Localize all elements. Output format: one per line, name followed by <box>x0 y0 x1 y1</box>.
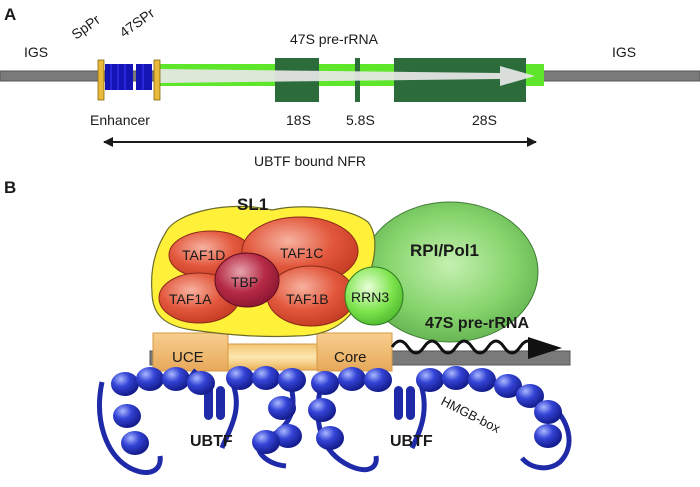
rrn3-factor <box>344 266 404 326</box>
taf1c-label: TAF1C <box>280 245 323 261</box>
hmgb-label: HMGB-box <box>439 393 504 436</box>
taf1b-label: TAF1B <box>286 291 329 307</box>
transcript-arrowhead <box>528 337 562 359</box>
hmgb-box <box>111 372 139 396</box>
panel-b-letter: B <box>4 178 16 197</box>
uce-element <box>152 332 229 372</box>
enhancer-repeat-block-2 <box>136 64 152 90</box>
nascent-transcript <box>390 339 539 355</box>
igs-left-label: IGS <box>24 44 48 60</box>
rrn3-label: RRN3 <box>351 289 389 305</box>
sppr-boundary <box>97 59 105 101</box>
tbp-label: TBP <box>231 274 258 290</box>
ubtf-right-label: UBTF <box>390 433 433 450</box>
core-element <box>316 332 393 372</box>
enhancer-label: Enhancer <box>90 112 150 128</box>
core-label: Core <box>334 349 367 366</box>
p47s-boundary <box>153 59 161 101</box>
sl1-label: SL1 <box>237 195 268 214</box>
p47s-label: 47SPr <box>116 4 157 40</box>
transcription-arrow <box>160 66 535 86</box>
ubtf-left-label: UBTF <box>190 433 233 450</box>
ubtf-left-dimer-loop <box>204 386 213 420</box>
uce-label: UCE <box>172 349 204 366</box>
label-28s: 28S <box>472 112 497 128</box>
enhancer-repeat-block <box>105 64 133 90</box>
taf1a-label: TAF1A <box>169 291 212 307</box>
panel-a-letter: A <box>4 5 16 24</box>
igs-right-label: IGS <box>612 44 636 60</box>
pol1-label: RPI/Pol1 <box>410 241 479 260</box>
tbp-subunit <box>214 252 280 308</box>
ubtf-right-dimer-loop <box>394 386 403 420</box>
taf1d-label: TAF1D <box>182 247 225 263</box>
label-5-8s: 5.8S <box>346 112 375 128</box>
sppr-label: SpPr <box>68 11 103 42</box>
nfr-label: UBTF bound NFR <box>254 153 366 169</box>
transcript-label-a: 47S pre-rRNA <box>290 31 379 47</box>
ubtf-left <box>97 366 306 475</box>
ubtf-right <box>308 366 572 473</box>
transcript-label-b: 47S pre-rRNA <box>425 315 529 332</box>
label-18s: 18S <box>286 112 311 128</box>
